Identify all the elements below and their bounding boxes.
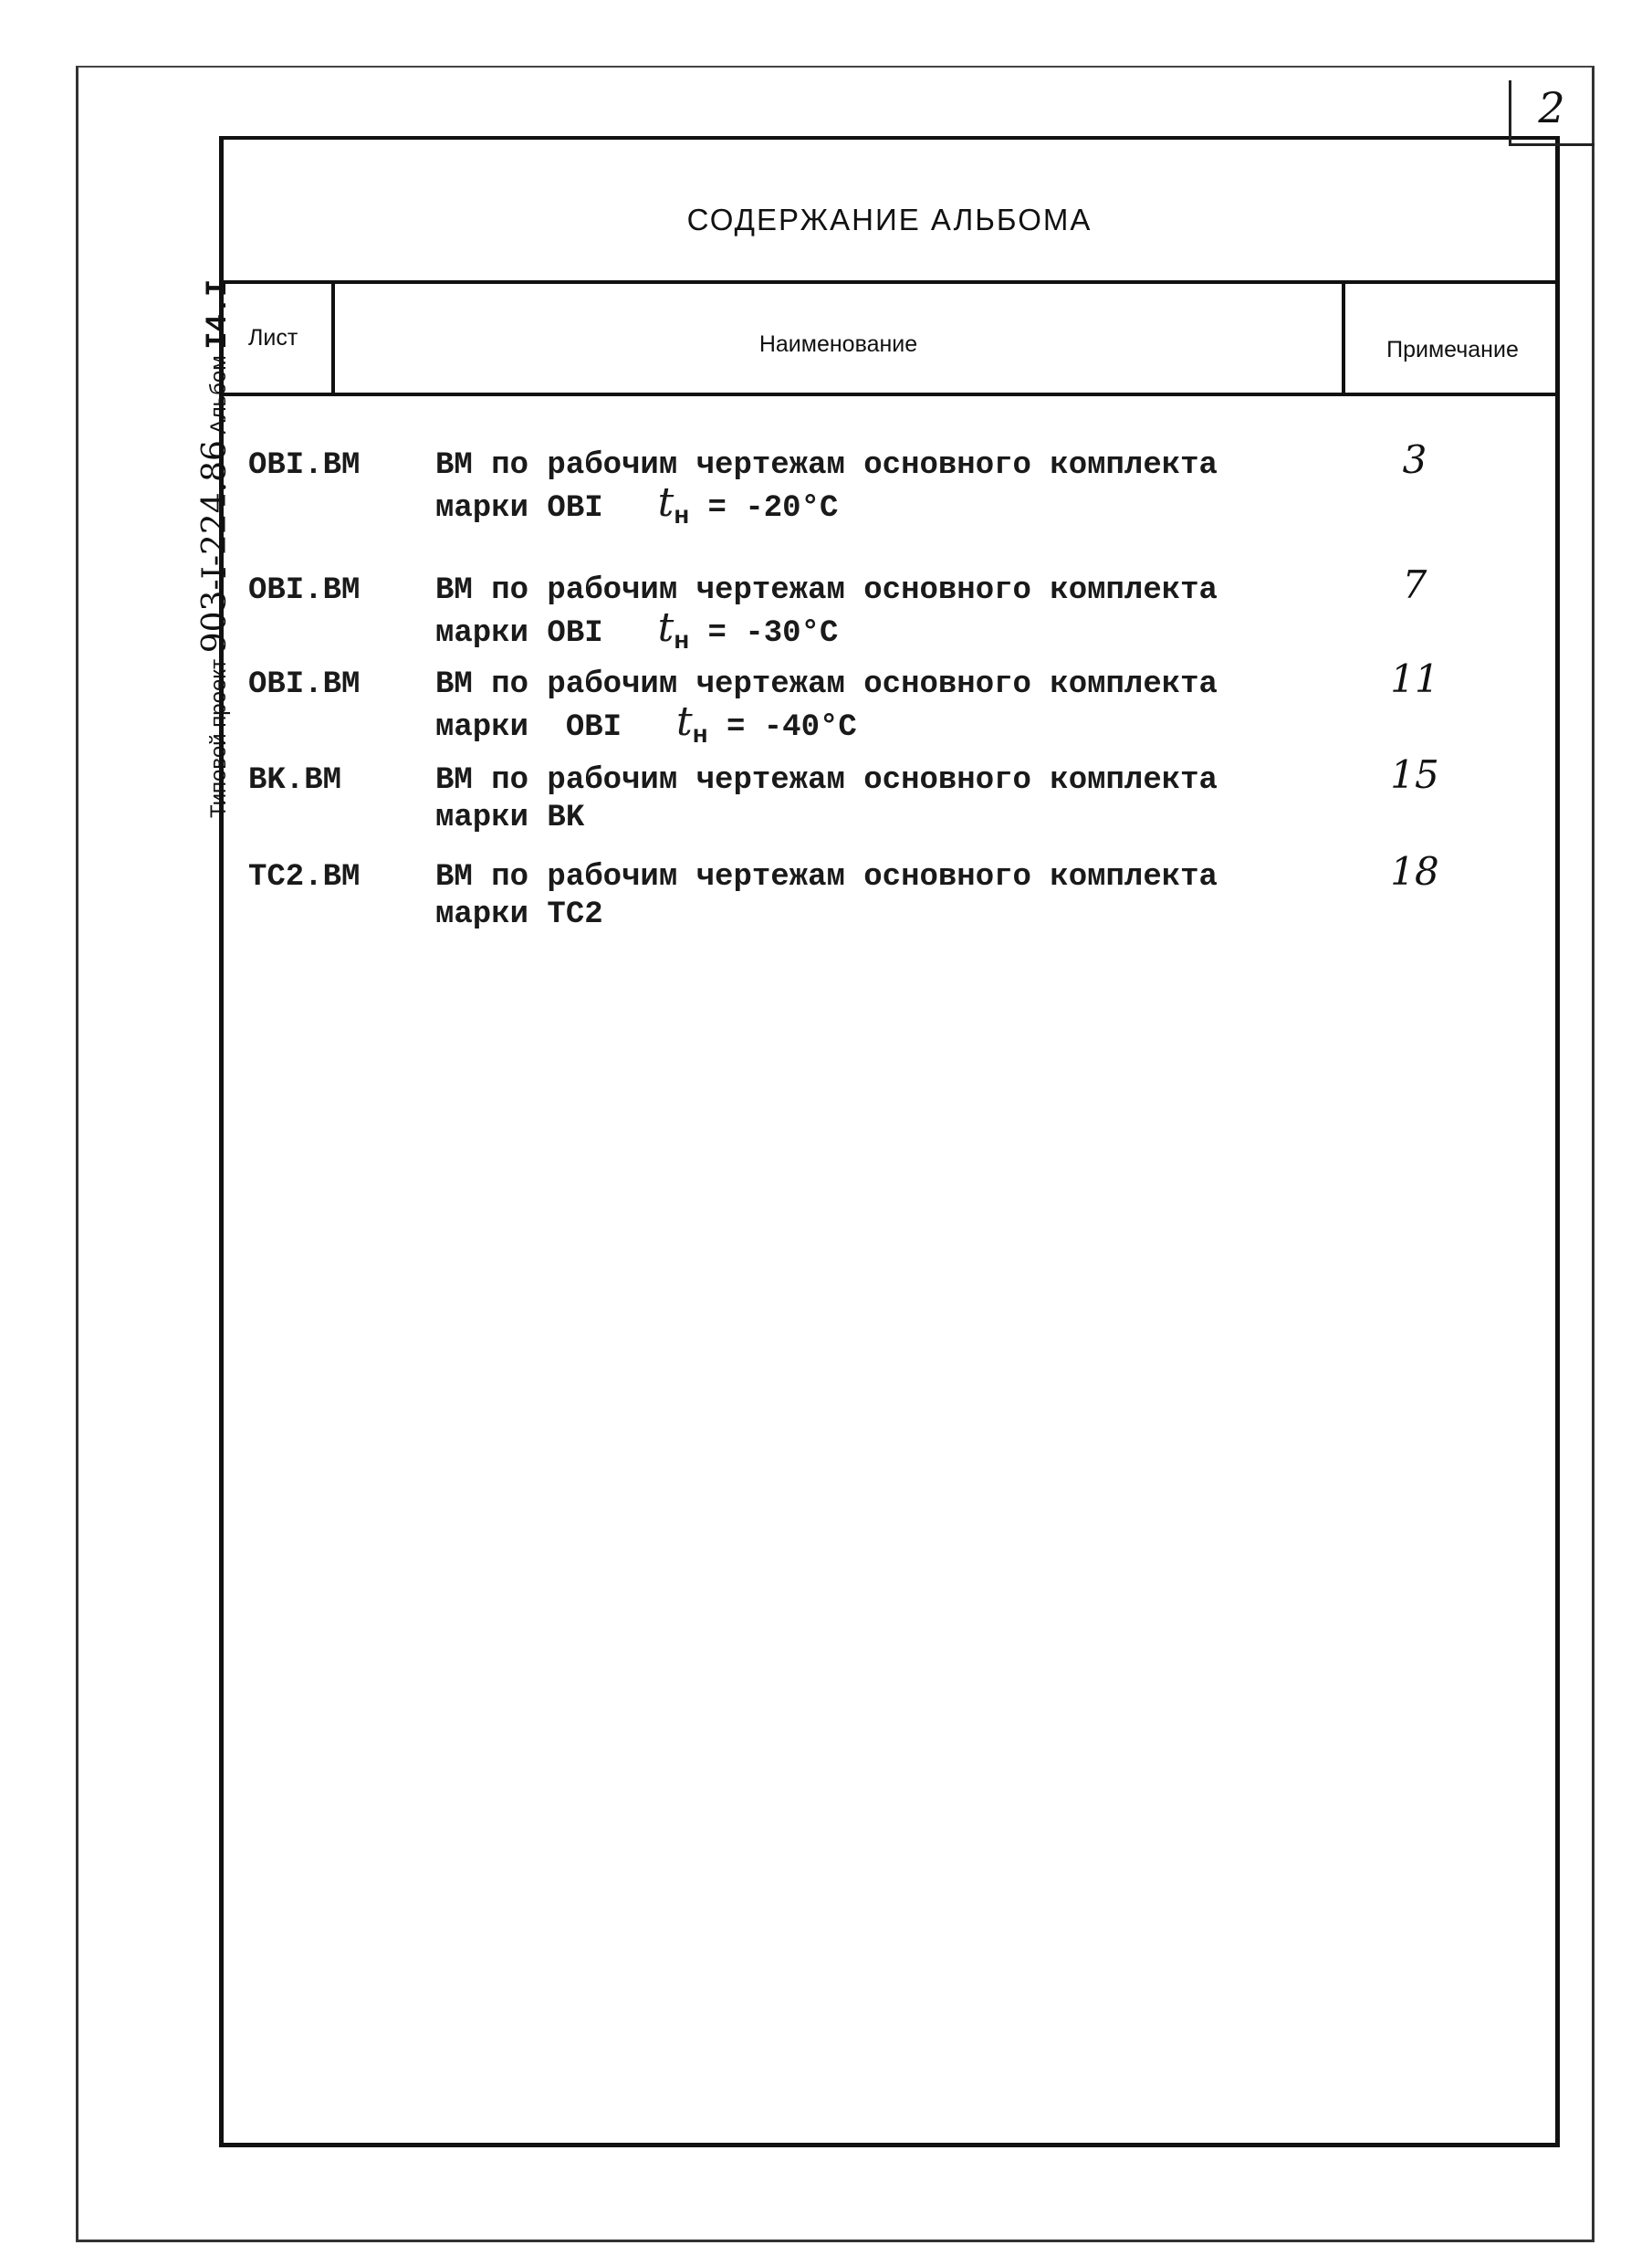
row-note: 3 [1402,437,1427,482]
temp-symbol: t [676,698,693,745]
temp-value: = -40°C [726,710,857,745]
row-description-line2: марки OBI [435,491,603,526]
column-divider [1342,282,1345,394]
row-description-line2: марки OBI [435,710,622,745]
document-title: СОДЕРЖАНИЕ АЛЬБОМА [686,203,1093,236]
header-note: Примечание [1386,337,1519,362]
row-note: 11 [1390,656,1439,701]
row-description-line2: марки OBI [435,616,603,651]
outer-frame [76,66,1594,2242]
column-divider [331,282,335,394]
temp-symbol: t [657,479,674,526]
outdoor-temperature: tн = -40°C [676,699,857,751]
row-description-second-line: марки OBI tн = -30°C [435,605,838,658]
page-number: 2 [1538,83,1565,132]
row-description-second-line: марки OBI tн = -40°C [435,699,857,752]
temp-subscript: н [674,628,690,656]
temp-subscript: н [692,722,708,750]
side-stamp: Типовой проект 903-I-224.86 Альбом I4.I [196,278,237,818]
temp-symbol: t [657,604,674,651]
header-sheet: Лист [248,325,298,351]
row-note: 15 [1390,752,1439,797]
outdoor-temperature: tн = -20°C [658,480,839,532]
outdoor-temperature: tн = -30°C [658,605,839,657]
page-number-box [1509,80,1594,146]
row-description: ВМ по рабочим чертежам основного комплек… [435,448,1218,483]
row-description-line2: марки BK [435,801,585,835]
row-description-second-line: марки TC2 [435,892,603,938]
header-bottom-line [219,393,1560,396]
row-description-second-line: марки OBI tн = -20°C [435,480,838,533]
row-sheet: OBI.BM [248,573,361,608]
inner-frame [219,136,1560,2147]
header-name: Наименование [758,331,918,357]
temp-value: = -20°C [707,491,839,526]
project-number: 903-I-224.86 [196,440,234,654]
row-sheet: OBI.BM [248,448,361,483]
row-description: ВМ по рабочим чертежам основного комплек… [435,667,1218,702]
header-top-line [219,280,1560,284]
row-description: ВМ по рабочим чертежам основного комплек… [435,860,1218,895]
row-sheet: TC2.BM [248,860,361,895]
row-description-line2: марки TC2 [435,897,603,932]
row-note: 7 [1402,562,1427,607]
row-sheet: BK.BM [248,763,342,798]
album-number: I4.I [201,278,235,350]
side-stamp-label: Типовой проект [206,658,231,818]
row-description: ВМ по рабочим чертежам основного комплек… [435,763,1218,798]
row-description: ВМ по рабочим чертежам основного комплек… [435,573,1218,608]
temp-value: = -30°C [707,616,839,651]
row-sheet: OBI.BM [248,667,361,702]
row-description-second-line: марки BK [435,795,584,841]
row-note: 18 [1390,849,1439,894]
temp-subscript: н [674,503,690,531]
